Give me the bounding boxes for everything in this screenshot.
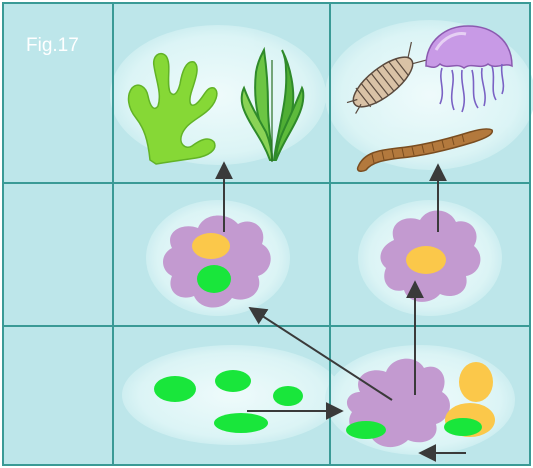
- green-chloroplast: [197, 265, 231, 293]
- figure-label: Fig.17: [26, 35, 79, 56]
- green-chloroplast: [346, 421, 386, 439]
- yellow-vesicle: [406, 246, 446, 274]
- green-chloroplast: [444, 418, 482, 436]
- amoeba-cell-middle: [163, 215, 271, 307]
- yellow-vesicle: [192, 233, 230, 259]
